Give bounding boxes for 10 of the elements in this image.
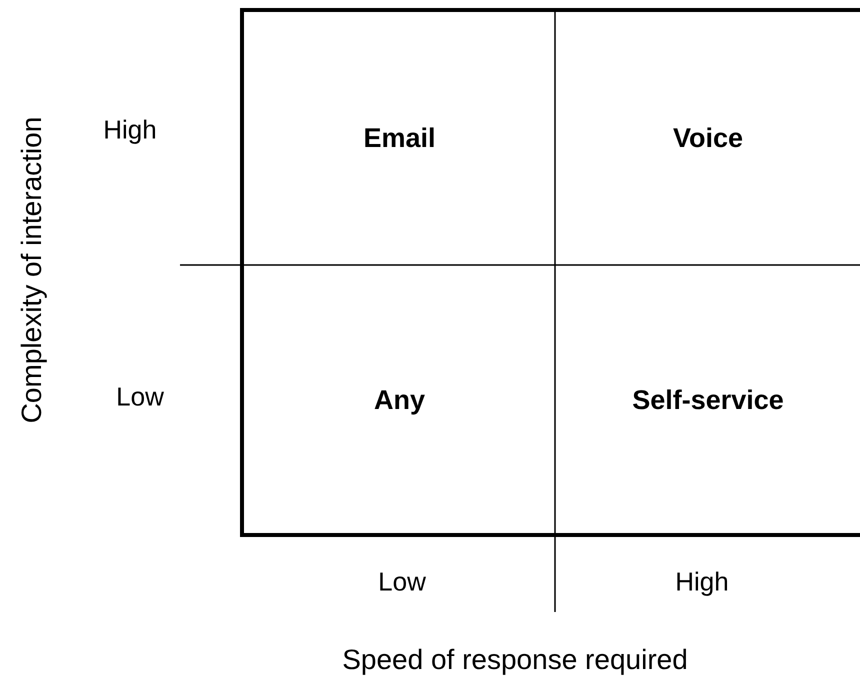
axis-tick-label: Low [378, 566, 426, 598]
axis-tick-label: High [103, 114, 157, 146]
quadrant-label: Any [374, 384, 425, 416]
quadrant-label: Email [363, 123, 436, 154]
axis-title: Speed of response required [342, 644, 688, 676]
axis-title: Complexity of interaction [16, 116, 48, 424]
axis-tick-label: Low [116, 382, 164, 412]
quadrant-label: Voice [672, 123, 744, 154]
quadrant-label: Self-service [632, 384, 784, 416]
axis-tick-label: High [675, 566, 729, 598]
